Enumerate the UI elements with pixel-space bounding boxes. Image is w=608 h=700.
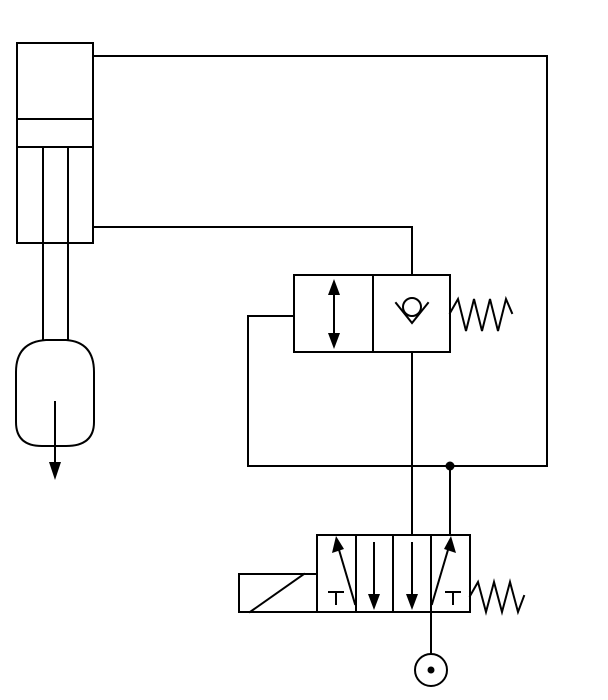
load-mass [15, 339, 95, 480]
cylinder-body [16, 42, 94, 244]
pilot-valve-spring-icon [448, 295, 514, 332]
hydraulic-lines [92, 55, 548, 655]
directional-control-valve [238, 534, 526, 616]
dcv-spring-icon [468, 578, 526, 616]
pump-center-dot [427, 666, 435, 674]
dcv-middle-arrow-down-icon [368, 594, 380, 610]
junction-dot [445, 461, 455, 471]
hydraulic-cylinder [16, 42, 94, 244]
load-down-arrow-icon [49, 462, 61, 480]
dcv-lever-actuator [238, 573, 318, 613]
dcv-right-arrow-icon [444, 536, 456, 553]
check-valve-ball-icon [402, 297, 422, 317]
dcv-middle-arrow-down-2-icon [406, 594, 418, 610]
pilot-check-valve [293, 274, 514, 353]
piston-rod [42, 242, 69, 341]
pilot-control-line [247, 315, 451, 467]
pump-circle-icon [414, 653, 448, 687]
dcv-right-diagonal-flow [430, 541, 452, 606]
line-cap-end-to-junction [92, 55, 548, 467]
line-rod-end-to-pilot-valve [92, 226, 413, 276]
hydraulic-pump [414, 653, 448, 687]
dcv-left-diagonal-flow [335, 541, 357, 606]
check-valve-seat [394, 301, 430, 325]
load-outline [15, 339, 95, 447]
dcv-lever-diagonal [248, 572, 306, 614]
pilot-valve-arrow-down-icon [328, 333, 340, 349]
pilot-valve-arrow-up-icon [328, 279, 340, 295]
dcv-left-arrow-icon [332, 536, 344, 553]
